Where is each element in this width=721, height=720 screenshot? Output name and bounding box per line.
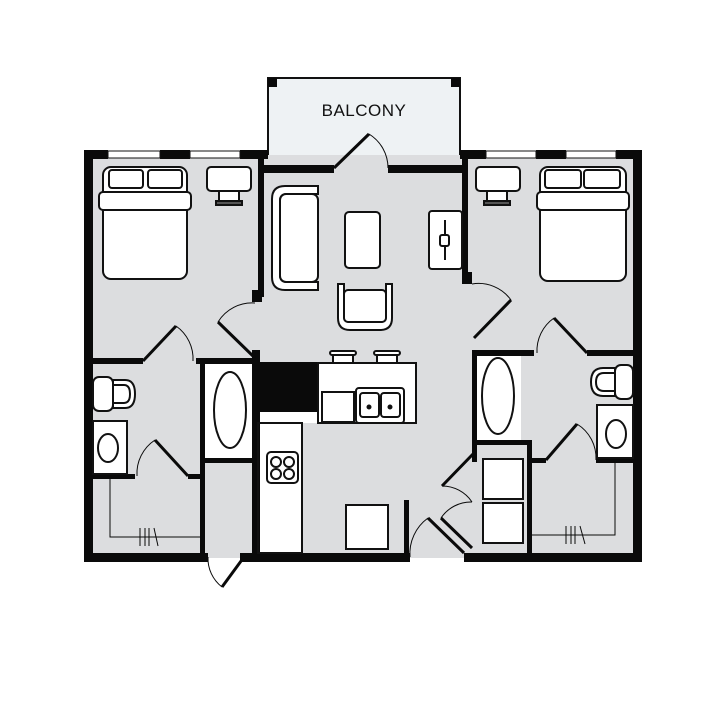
kitchen-fixtures	[257, 362, 417, 554]
bathroom-2-fixtures	[481, 357, 634, 459]
balcony: BALCONY	[267, 77, 461, 169]
doors	[109, 132, 616, 588]
living-room-furniture	[271, 185, 463, 364]
bedroom-2-furniture	[475, 166, 630, 282]
bathroom-1-fixtures	[92, 371, 247, 475]
laundry-fixtures	[482, 458, 524, 544]
windows	[107, 150, 617, 159]
walls	[84, 150, 642, 562]
balcony-label: BALCONY	[322, 101, 407, 120]
bedroom-1-furniture	[98, 166, 252, 280]
